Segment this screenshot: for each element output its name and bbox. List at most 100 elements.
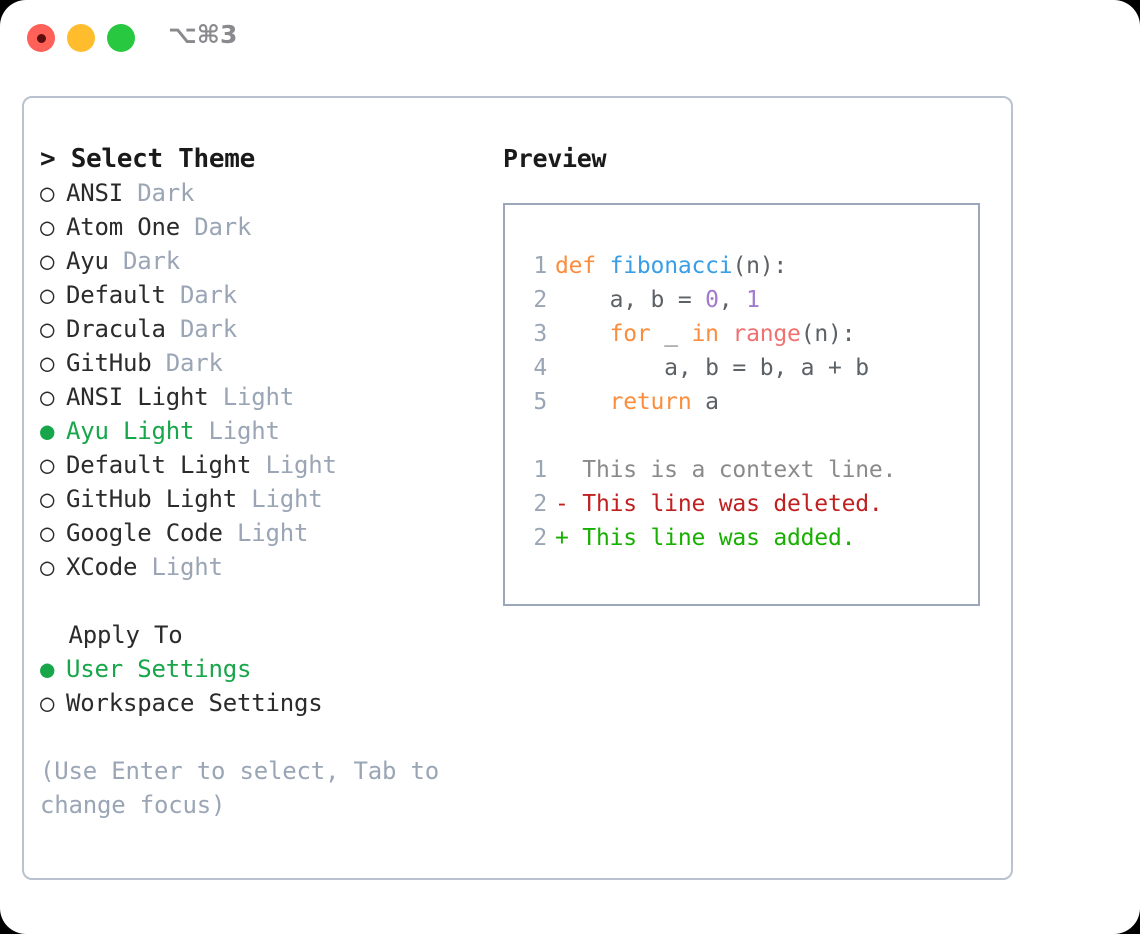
code-token: (n):: [800, 321, 856, 347]
code-line: 3 for _ in range(n):: [521, 317, 978, 351]
diff-sign: [555, 457, 582, 483]
code-token: _: [650, 321, 692, 347]
code-token: ,: [718, 287, 747, 313]
theme-list: ○ANSI Dark○Atom One Dark○Ayu Dark○Defaul…: [40, 176, 470, 584]
keyboard-shortcut-label: ⌥⌘3: [168, 20, 238, 49]
theme-variant-tag: Dark: [123, 247, 180, 275]
radio-unselected-icon: ○: [40, 179, 55, 207]
line-number: 1: [533, 253, 547, 279]
theme-option-label: Ayu Light: [66, 417, 195, 445]
diff-text: This line was deleted.: [582, 491, 883, 517]
theme-option-dracula[interactable]: ○Dracula Dark: [40, 312, 470, 346]
radio-unselected-icon: ○: [40, 349, 55, 377]
radio-unselected-icon: ○: [40, 485, 55, 513]
theme-option-label: Ayu: [66, 247, 109, 275]
close-button[interactable]: [27, 24, 55, 52]
code-line: 2 a, b = 0, 1: [521, 283, 978, 317]
code-token: a, b = b, a + b: [555, 355, 869, 381]
line-number: 2: [533, 491, 547, 517]
theme-option-label: ANSI Light: [66, 383, 209, 411]
apply-to-list: ● User Settings ○Workspace Settings: [40, 652, 470, 720]
code-token: 0: [705, 287, 719, 313]
preview-title: Preview: [503, 144, 607, 173]
theme-option-ansi-light[interactable]: ○ ANSI Light Light: [40, 380, 470, 414]
theme-variant-tag: Light: [265, 451, 337, 479]
line-number: 2: [533, 287, 547, 313]
maximize-button[interactable]: [107, 24, 135, 52]
theme-option-default-light[interactable]: ○Default Light Light: [40, 448, 470, 482]
minimize-button[interactable]: [67, 24, 95, 52]
apply-to-option-user-settings[interactable]: ● User Settings: [40, 652, 470, 686]
apply-to-option-label: Workspace Settings: [66, 689, 323, 717]
preview-spacer: [521, 419, 978, 453]
diff-sign: +: [555, 525, 583, 551]
theme-variant-tag: Light: [237, 519, 309, 547]
theme-option-label: GitHub Light: [66, 485, 237, 513]
theme-variant-tag: Dark: [165, 349, 223, 377]
theme-option-label: Default: [66, 281, 166, 309]
code-token: (n):: [732, 253, 788, 279]
theme-option-label: ANSI: [66, 179, 123, 207]
code-token: return: [609, 389, 692, 415]
diff-text: This line was added.: [582, 525, 856, 551]
traffic-lights: [27, 24, 135, 52]
theme-option-label: GitHub: [66, 349, 152, 377]
theme-option-google-code[interactable]: ○ Google Code Light: [40, 516, 470, 550]
code-token: for: [609, 321, 651, 347]
radio-unselected-icon: ○: [40, 553, 55, 581]
code-token: range: [732, 321, 801, 347]
theme-variant-tag: Light: [222, 383, 294, 411]
theme-option-ayu-light[interactable]: ●Ayu Light Light: [40, 414, 470, 448]
theme-option-github[interactable]: ○ GitHub Dark: [40, 346, 470, 380]
radio-unselected-icon: ○: [40, 519, 55, 547]
diff-line: 2- This line was deleted.: [521, 487, 978, 521]
code-token: [555, 389, 610, 415]
code-token: a, b =: [555, 287, 706, 313]
theme-option-label: Google Code: [66, 519, 223, 547]
theme-variant-tag: Dark: [194, 213, 252, 241]
code-line: 5 return a: [521, 385, 978, 419]
theme-option-github-light[interactable]: ○ GitHub Light Light: [40, 482, 470, 516]
code-line: 4 a, b = b, a + b: [521, 351, 978, 385]
theme-option-ansi[interactable]: ○ ANSI Dark: [40, 176, 470, 210]
code-token: in: [691, 321, 719, 347]
theme-selector-column: > Select Theme ○ANSI Dark○Atom One Dark○…: [40, 142, 470, 822]
line-number: 5: [533, 389, 547, 415]
page-title: > Select Theme: [40, 144, 255, 174]
diff-text: This is a context line.: [582, 457, 897, 483]
radio-unselected-icon: ○: [40, 247, 55, 275]
diff-sign: -: [555, 491, 583, 517]
content-panel: > Select Theme ○ANSI Dark○Atom One Dark○…: [22, 96, 1013, 880]
radio-unselected-icon: ○: [40, 315, 55, 343]
radio-unselected-icon: ○: [40, 383, 55, 411]
code-token: def: [555, 253, 596, 279]
diff-line: 1 This is a context line.: [521, 453, 978, 487]
theme-variant-tag: Light: [151, 553, 223, 581]
apply-to-heading: Apply To: [40, 621, 183, 649]
diff-line: 2 + This line was added.: [521, 521, 978, 555]
line-number: 2: [533, 525, 547, 551]
theme-option-xcode[interactable]: ○XCode Light: [40, 550, 470, 584]
theme-variant-tag: Light: [251, 485, 323, 513]
radio-unselected-icon: ○: [40, 281, 55, 309]
code-token: [555, 321, 610, 347]
theme-option-ayu[interactable]: ○ Ayu Dark: [40, 244, 470, 278]
radio-selected-icon: ●: [40, 655, 55, 683]
code-token: [719, 321, 733, 347]
apply-to-option-label: User Settings: [66, 655, 252, 683]
theme-option-label: Default Light: [66, 451, 252, 479]
apply-to-option-workspace-settings[interactable]: ○Workspace Settings: [40, 686, 470, 720]
line-number: 1: [533, 457, 547, 483]
theme-option-default[interactable]: ○Default Dark: [40, 278, 470, 312]
diff-sample: 1 This is a context line.2- This line wa…: [521, 453, 978, 555]
code-token: 1: [746, 287, 760, 313]
theme-option-atom-one[interactable]: ○Atom One Dark: [40, 210, 470, 244]
theme-variant-tag: Dark: [137, 179, 195, 207]
line-number: 3: [533, 321, 547, 347]
radio-selected-icon: ●: [40, 417, 55, 445]
